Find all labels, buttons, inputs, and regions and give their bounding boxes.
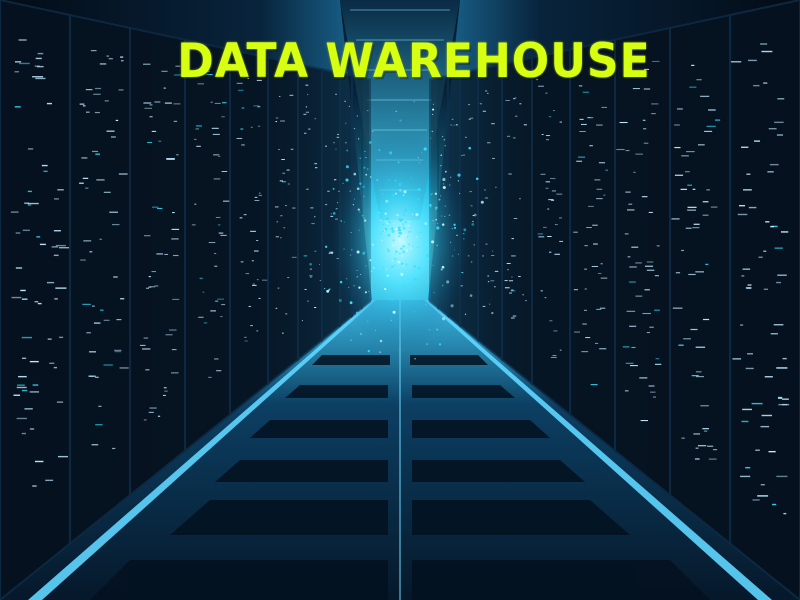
server-rack: [297, 62, 323, 362]
server-rack: [531, 48, 571, 417]
server-rack: [729, 0, 800, 600]
data-glow: [330, 130, 470, 350]
right-floor-light: [424, 300, 772, 600]
server-rack: [0, 0, 71, 600]
server-rack: [184, 38, 231, 453]
server-rack: [229, 48, 269, 417]
server-rack: [569, 38, 616, 453]
left-floor-light: [28, 300, 376, 600]
server-rack: [267, 56, 299, 386]
headline-title: DATA WAREHOUSE: [177, 33, 651, 89]
server-rack: [501, 56, 533, 386]
server-rack: [129, 26, 186, 498]
server-rack: [614, 26, 671, 498]
server-rack: [477, 62, 503, 362]
server-rack: [669, 13, 731, 546]
